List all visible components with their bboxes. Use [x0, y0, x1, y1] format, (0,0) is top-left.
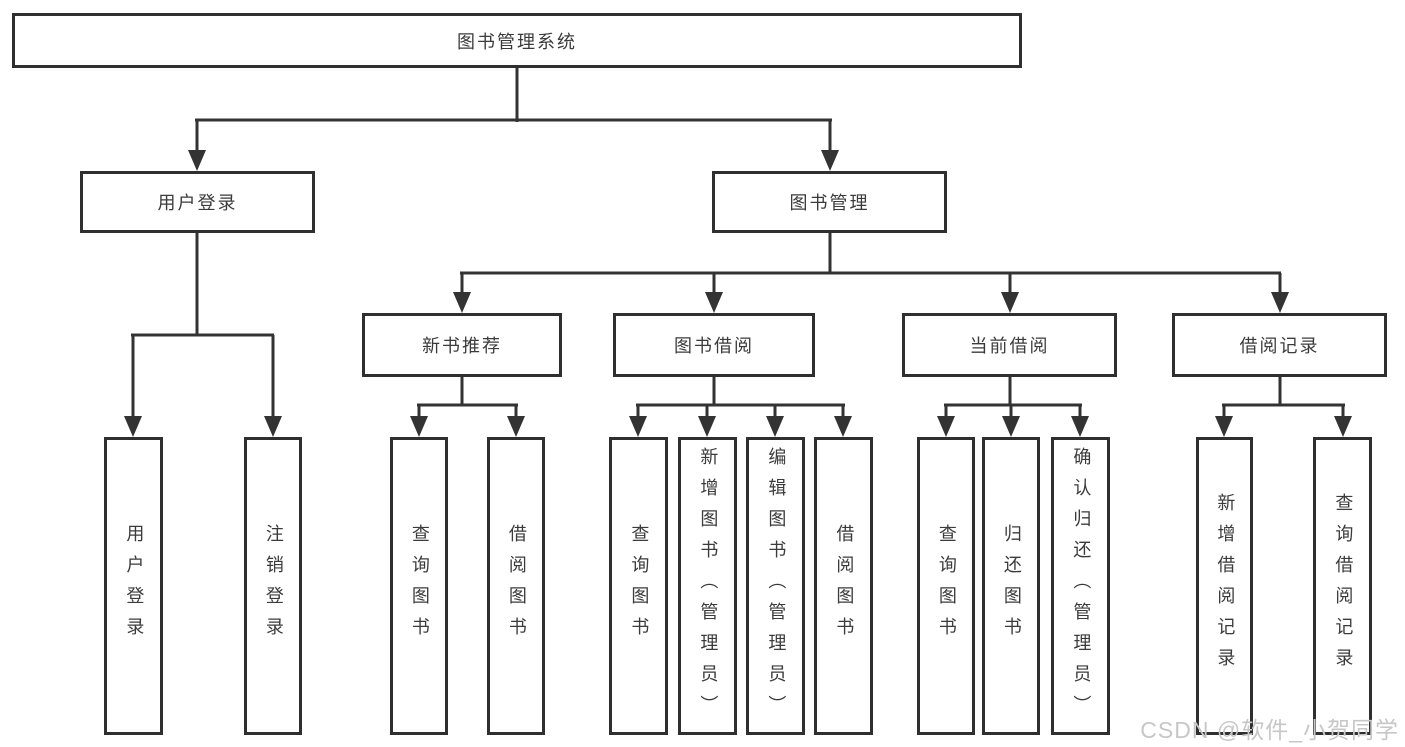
leaf-cb-confirm-return-admin-label: 确认归还（管理员）: [1071, 446, 1092, 726]
node-book-management-label: 图书管理: [789, 193, 870, 213]
node-current-borrow-label: 当前借阅: [969, 336, 1050, 356]
leaf-bb-query-book-label: 查询图书: [629, 524, 650, 648]
node-borrow-record: 借阅记录: [1172, 313, 1387, 377]
node-user-login-label: 用户登录: [157, 193, 238, 213]
leaf-nbr-borrow-book: 借阅图书: [487, 437, 545, 735]
leaf-br-query-record-label: 查询借阅记录: [1333, 493, 1354, 679]
csdn-watermark: CSDN @软件_小贺同学: [1140, 717, 1399, 743]
leaf-cb-query-book: 查询图书: [917, 437, 975, 735]
leaf-nbr-borrow-book-label: 借阅图书: [506, 524, 527, 648]
node-library-management-system: 图书管理系统: [12, 13, 1022, 68]
connector-edges: [131, 68, 1345, 420]
leaf-nbr-query-book: 查询图书: [390, 437, 448, 735]
leaf-cb-return-book: 归还图书: [982, 437, 1040, 735]
leaf-bb-query-book: 查询图书: [609, 437, 668, 735]
node-current-borrow: 当前借阅: [902, 313, 1117, 377]
node-book-management: 图书管理: [712, 171, 947, 233]
node-library-management-system-label: 图书管理系统: [457, 31, 577, 52]
node-book-borrow: 图书借阅: [613, 313, 815, 377]
leaf-nbr-query-book-label: 查询图书: [409, 524, 430, 648]
leaf-br-add-record: 新增借阅记录: [1196, 437, 1253, 735]
leaf-br-add-record-label: 新增借阅记录: [1215, 493, 1236, 679]
leaf-bb-borrow-book: 借阅图书: [814, 437, 873, 735]
leaf-cb-return-book-label: 归还图书: [1001, 524, 1022, 648]
node-borrow-record-label: 借阅记录: [1239, 336, 1320, 356]
node-new-book-recommend: 新书推荐: [362, 313, 562, 377]
node-new-book-recommend-label: 新书推荐: [422, 336, 502, 356]
leaf-bb-edit-book-admin-label: 编辑图书（管理员）: [766, 446, 787, 726]
node-book-borrow-label: 图书借阅: [674, 336, 754, 356]
leaf-cb-query-book-label: 查询图书: [936, 524, 957, 648]
leaf-bb-add-book-admin: 新增图书（管理员）: [678, 437, 737, 735]
leaf-br-query-record: 查询借阅记录: [1313, 437, 1372, 735]
leaf-user-login: 用户登录: [104, 437, 163, 735]
leaf-bb-borrow-book-label: 借阅图书: [834, 524, 855, 648]
leaf-bb-add-book-admin-label: 新增图书（管理员）: [698, 446, 719, 726]
leaf-bb-edit-book-admin: 编辑图书（管理员）: [746, 437, 805, 735]
leaf-logout: 注销登录: [244, 437, 302, 735]
node-user-login: 用户登录: [80, 171, 315, 233]
leaf-logout-label: 注销登录: [263, 524, 284, 648]
leaf-cb-confirm-return-admin: 确认归还（管理员）: [1051, 437, 1110, 735]
leaf-user-login-label: 用户登录: [124, 524, 145, 648]
